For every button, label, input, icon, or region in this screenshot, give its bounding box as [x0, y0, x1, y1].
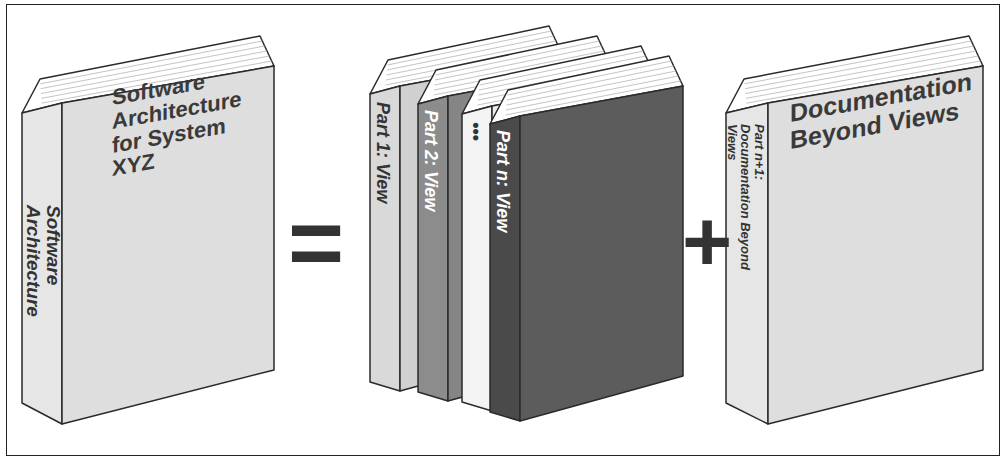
spine-title: Software Architecture: [23, 205, 63, 385]
book-cover: [520, 86, 683, 421]
spine-title: •••: [466, 122, 485, 322]
book: Part n: View: [488, 54, 687, 425]
book-spine: [370, 86, 400, 391]
book-spine: [22, 103, 62, 424]
book: Part n+1: Documentation Beyond ViewsDocu…: [724, 34, 987, 428]
operator-symbol: =: [288, 195, 344, 291]
book-spine: [462, 106, 492, 411]
book-cover: [768, 66, 983, 424]
spine-title: Part 1: View: [373, 102, 392, 302]
spine-title: Part 2: View: [421, 110, 440, 310]
book-spine: [418, 96, 448, 401]
book-spine: [490, 116, 520, 421]
book-spine: [726, 103, 768, 424]
page-line: [508, 61, 672, 95]
spine-title: Part n: View: [493, 130, 512, 330]
book: Software ArchitectureSoftware Architectu…: [20, 34, 278, 428]
book-outline: [488, 54, 687, 425]
operator-symbol: +: [682, 198, 732, 284]
